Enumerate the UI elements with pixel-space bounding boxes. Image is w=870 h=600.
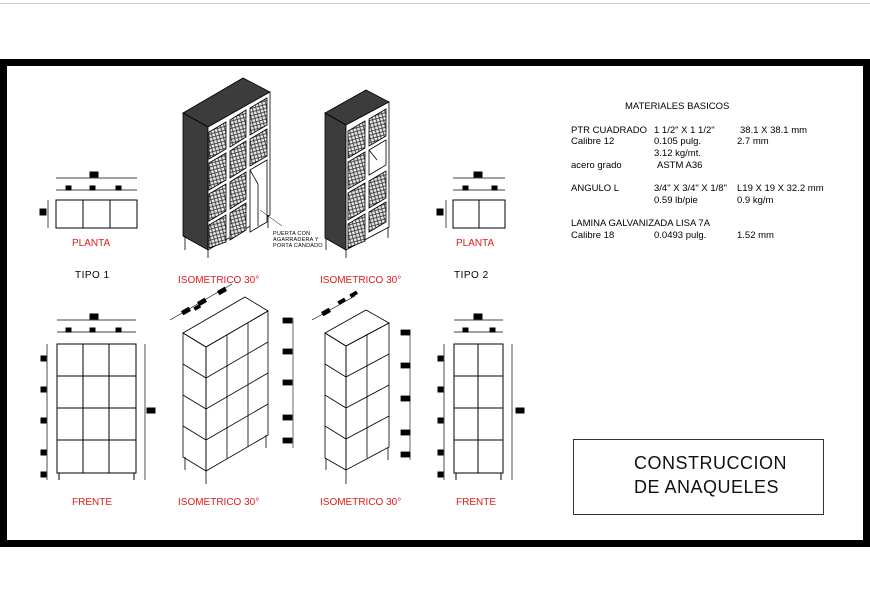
tipo1-label: TIPO 1 (75, 270, 110, 281)
materials-row2-col1: Calibre 12 (571, 136, 615, 147)
materials-row6-col3: 0.9 kg/m (737, 195, 774, 206)
frente-tipo1-view (40, 313, 156, 480)
iso-top-tipo2-label: ISOMETRICO 30° (320, 275, 402, 286)
title-block: CONSTRUCCION DE ANAQUELES (573, 439, 824, 515)
materials-row5-col3: L19 X 19 X 32.2 mm (737, 183, 824, 194)
materials-row2-col2: 0.105 pulg. (654, 136, 702, 147)
isometric-solid-tipo2 (324, 89, 390, 258)
materials-row8-col1: Calibre 18 (571, 230, 615, 241)
materials-row1-col1: PTR CUADRADO (571, 125, 648, 136)
frente-tipo2-label: FRENTE (456, 497, 496, 508)
iso-bottom-tipo2-label: ISOMETRICO 30° (320, 497, 402, 508)
isometric-line-tipo1 (169, 283, 294, 484)
iso-bottom-tipo1-label: ISOMETRICO 30° (178, 497, 260, 508)
planta-tipo2-view (436, 171, 506, 229)
materials-row1-col2: 1 1/2" X 1 1/2" (654, 125, 715, 136)
materials-row1-col3: 38.1 X 38.1 mm (740, 125, 808, 136)
door-note-line-3: PORTA CANDADO (273, 243, 323, 249)
frente-tipo2-view (437, 313, 525, 480)
tipo2-label: TIPO 2 (454, 270, 489, 281)
materials-row8-col3: 1.52 mm (737, 230, 774, 241)
materials-row6-col2: 0.59 lb/pie (654, 195, 698, 206)
materials-title: MATERIALES BASICOS (625, 101, 730, 112)
iso-top-tipo1-label: ISOMETRICO 30° (178, 275, 260, 286)
materials-row2-col3: 2.7 mm (737, 136, 769, 147)
frente-tipo1-label: FRENTE (72, 497, 112, 508)
isometric-solid-tipo1 (182, 77, 283, 258)
isometric-line-tipo2 (311, 290, 411, 484)
materials-row3-col2: 3.12 kg/mt. (654, 148, 701, 159)
planta-tipo1-view (39, 171, 138, 229)
materials-row5-col1: ANGULO L (571, 183, 620, 194)
door-note-line-1: PUERTA CON (273, 231, 311, 237)
top-border-line (0, 3, 870, 4)
materials-row8-col2: 0.0493 pulg. (654, 230, 707, 241)
door-note-line-2: AGARRADERA Y (273, 237, 319, 243)
materials-row4-col1: acero grado (571, 160, 622, 171)
planta-tipo1-label: PLANTA (72, 238, 111, 249)
planta-tipo2-label: PLANTA (456, 238, 495, 249)
materials-row7-col1: LAMINA GALVANIZADA LISA 7A (571, 218, 711, 229)
title-line-2: DE ANAQUELES (634, 477, 780, 497)
materials-row4-col2: ASTM A36 (657, 160, 703, 171)
title-line-1: CONSTRUCCION (634, 453, 787, 473)
materials-row5-col2: 3/4" X 3/4" X 1/8" (654, 183, 727, 194)
